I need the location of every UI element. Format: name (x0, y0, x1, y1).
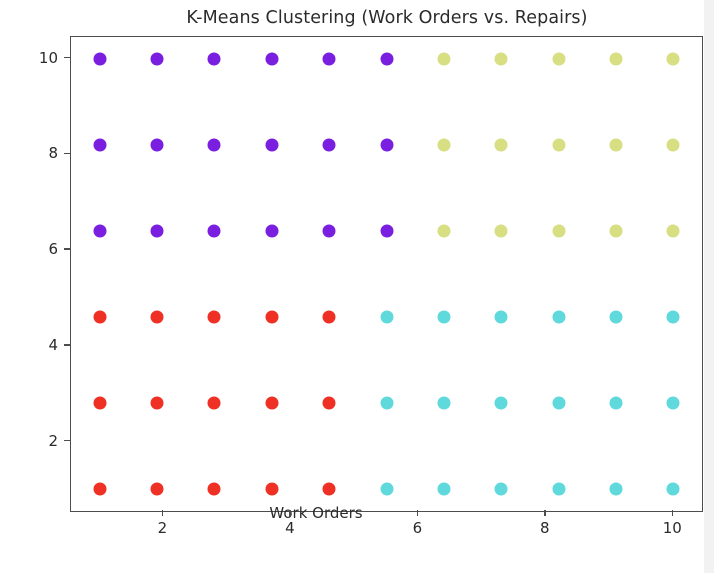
data-point (552, 224, 566, 238)
data-point (322, 310, 336, 324)
data-point (265, 310, 279, 324)
data-point (552, 396, 566, 410)
data-point (609, 310, 623, 324)
data-point (666, 138, 680, 152)
x-tick-mark (544, 510, 546, 516)
data-point (609, 396, 623, 410)
data-point (322, 138, 336, 152)
data-point (93, 310, 107, 324)
data-point (666, 52, 680, 66)
data-point (265, 138, 279, 152)
data-point (322, 224, 336, 238)
data-point (437, 224, 451, 238)
data-point (265, 482, 279, 496)
data-point (150, 310, 164, 324)
data-point (265, 52, 279, 66)
x-tick-mark (671, 510, 674, 516)
x-axis-label: Work Orders (269, 504, 363, 522)
x-tick-label: 4 (285, 519, 295, 537)
y-tick-label: 10 (38, 48, 58, 67)
chart-title: K-Means Clustering (Work Orders vs. Repa… (186, 8, 588, 28)
x-tick-label: 2 (157, 519, 168, 537)
data-point (93, 396, 107, 410)
data-point (494, 310, 508, 324)
x-tick-mark (416, 510, 419, 516)
y-tick-label: 2 (48, 431, 58, 450)
y-tick-label: 6 (48, 240, 58, 259)
data-point (494, 224, 508, 238)
data-point (93, 52, 107, 66)
data-point (437, 396, 451, 410)
data-point (494, 52, 508, 66)
data-point (150, 482, 164, 496)
data-point (150, 52, 164, 66)
data-point (609, 138, 623, 152)
data-point (150, 224, 164, 238)
y-tick-mark (64, 439, 70, 442)
x-tick-label: 6 (412, 519, 423, 537)
data-point (494, 138, 508, 152)
data-point (380, 52, 393, 66)
data-point (93, 138, 107, 152)
data-point (552, 482, 566, 496)
data-point (322, 396, 336, 410)
data-point (380, 482, 393, 496)
data-point (666, 482, 680, 496)
data-point (265, 224, 279, 238)
canvas-edge-shade (704, 0, 714, 573)
y-tick-mark (64, 56, 70, 59)
data-point (666, 224, 680, 238)
data-point (265, 396, 279, 410)
data-point (609, 482, 623, 496)
x-tick-mark (161, 510, 164, 516)
data-point (93, 224, 107, 238)
data-point (437, 138, 451, 152)
data-point (207, 138, 221, 152)
x-tick-label: 10 (662, 519, 682, 537)
data-point (322, 52, 336, 66)
data-point (494, 396, 508, 410)
y-tick-mark (64, 344, 70, 346)
data-point (494, 482, 508, 496)
data-point (666, 310, 680, 324)
x-tick-label: 8 (540, 519, 550, 537)
data-point (150, 396, 164, 410)
x-tick-mark (289, 510, 291, 516)
data-point (552, 310, 566, 324)
data-point (552, 52, 566, 66)
data-point (380, 224, 393, 238)
data-point (609, 224, 623, 238)
data-point (437, 52, 451, 66)
data-point (207, 52, 221, 66)
y-tick-mark (64, 152, 70, 154)
data-point (93, 482, 107, 496)
y-tick-label: 8 (48, 144, 58, 163)
data-point (380, 138, 393, 152)
data-point (207, 224, 221, 238)
data-point (437, 310, 451, 324)
scatter-plot-area (70, 36, 703, 512)
data-point (552, 138, 566, 152)
data-point (207, 482, 221, 496)
data-point (380, 396, 393, 410)
data-point (150, 138, 164, 152)
data-point (207, 310, 221, 324)
y-tick-mark (64, 248, 70, 250)
data-point (437, 482, 451, 496)
data-point (207, 396, 221, 410)
data-point (322, 482, 336, 496)
y-tick-label: 4 (48, 335, 58, 354)
data-point (380, 310, 393, 324)
data-point (609, 52, 623, 66)
data-point (666, 396, 680, 410)
